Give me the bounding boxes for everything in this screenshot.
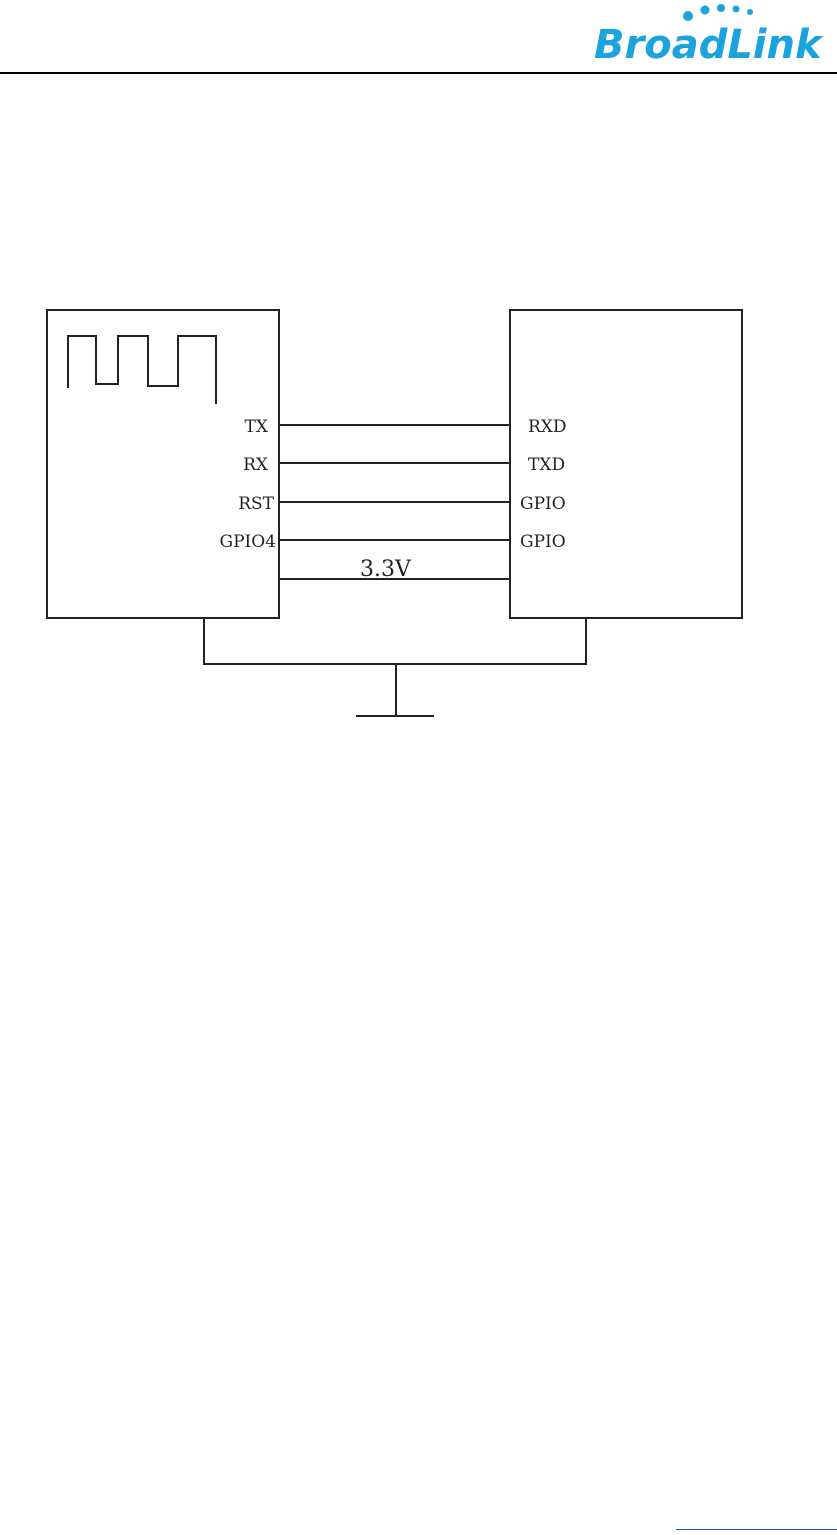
left-pin-tx: TX xyxy=(245,417,269,437)
footer-link-underline xyxy=(676,1529,837,1530)
broadlink-logo: BroadLink xyxy=(592,0,832,66)
left-pin-rx: RX xyxy=(243,455,269,475)
ground-wire xyxy=(204,618,586,664)
logo-text: BroadLink xyxy=(594,22,824,66)
right-pin-txd: TXD xyxy=(528,455,565,475)
left-pin-rst: RST xyxy=(238,494,274,514)
right-pin-gpio-2: GPIO xyxy=(520,532,566,552)
supply-voltage-label: 3.3V xyxy=(360,557,412,582)
antenna-trace-icon xyxy=(68,336,216,404)
right-pin-rxd: RXD xyxy=(528,417,567,437)
left-pin-gpio4: GPIO4 xyxy=(220,532,277,552)
header-rule xyxy=(0,72,837,74)
logo-dots xyxy=(683,4,753,21)
wiring-diagram: TX RX RST GPIO4 RXD TXD GPIO GPIO 3.3V xyxy=(0,290,837,730)
right-pin-gpio-1: GPIO xyxy=(520,494,566,514)
